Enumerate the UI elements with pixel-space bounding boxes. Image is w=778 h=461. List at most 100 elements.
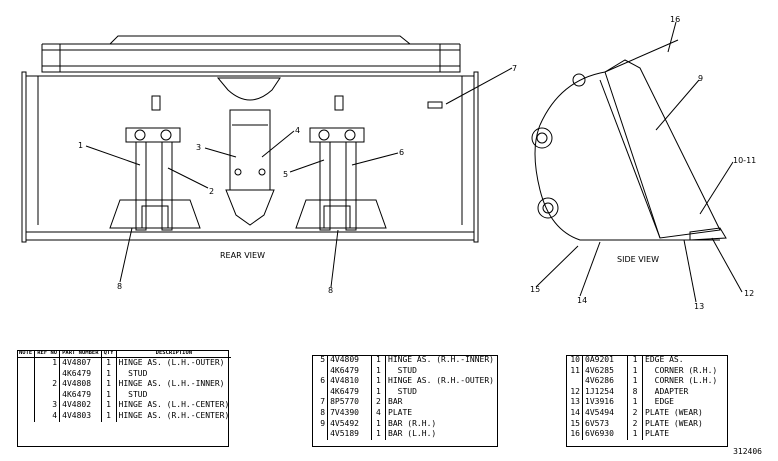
callout-14: 14 <box>577 296 587 305</box>
callout-12: 12 <box>744 289 754 298</box>
cell-qty: 1 <box>627 397 643 408</box>
cell-qty: 1 <box>371 386 387 398</box>
cell-part: 7V4390 <box>327 407 372 419</box>
cell-part: 0A9201 <box>582 355 628 366</box>
cell-desc: BAR (R.H.) <box>388 418 437 428</box>
cell-ref <box>566 376 583 387</box>
cell-qty: 1 <box>627 365 643 377</box>
cell-ref: 4 <box>34 410 61 422</box>
cell-ref: 7 <box>312 397 329 408</box>
cell-qty: 1 <box>627 376 643 387</box>
cell-part: 1V3916 <box>582 397 628 408</box>
cell-ref: 14 <box>566 407 583 419</box>
cell-ref <box>312 429 329 440</box>
cell-part: 4K6479 <box>327 365 372 377</box>
cell-qty: 1 <box>101 379 117 390</box>
cell-ref <box>312 386 329 398</box>
callout-3: 3 <box>196 143 201 152</box>
cell-desc: STUD <box>388 386 417 396</box>
cell-desc: PLATE <box>645 429 670 439</box>
header-part-number: PART NUMBER <box>59 350 102 358</box>
callout-7: 7 <box>512 64 517 73</box>
cell-ref: 3 <box>34 400 61 411</box>
cell-desc: BAR <box>388 397 403 407</box>
cell-desc: STUD <box>118 368 148 378</box>
document-number: 312406 <box>733 447 762 456</box>
cell-qty: 1 <box>371 429 387 440</box>
cell-part: 4V4803 <box>59 410 102 422</box>
header-note: NOTE <box>17 350 36 358</box>
cell-qty: 2 <box>371 397 387 408</box>
cell-qty: 1 <box>101 400 117 411</box>
cell-ref: 13 <box>566 397 583 408</box>
cell-qty: 1 <box>371 376 387 387</box>
cell-qty: 1 <box>371 418 387 430</box>
cell-part: 4V4809 <box>327 355 372 366</box>
cell-ref: 8 <box>312 407 329 419</box>
cell-part: 8P5770 <box>327 397 372 408</box>
callout-8-left: 8 <box>117 282 122 291</box>
cell-note <box>17 410 36 422</box>
cell-ref: 5 <box>312 355 329 366</box>
callout-5: 5 <box>283 170 288 179</box>
callout-2: 2 <box>209 187 214 196</box>
cell-part: 4V4810 <box>327 376 372 387</box>
cell-part: 4V6285 <box>582 365 628 377</box>
cell-desc: ADAPTER <box>645 386 689 396</box>
cell-note <box>17 400 36 411</box>
cell-ref: 15 <box>566 418 583 430</box>
cell-ref: 1 <box>34 357 61 369</box>
rear-view-label: REAR VIEW <box>220 251 265 260</box>
cell-qty: 2 <box>627 418 643 430</box>
cell-part: 4V5492 <box>327 418 372 430</box>
cell-qty: 1 <box>101 410 117 422</box>
cell-qty: 1 <box>101 368 117 380</box>
cell-part: 4V6286 <box>582 376 628 387</box>
callout-8-right: 8 <box>328 286 333 295</box>
cell-desc: HINGE AS. (R.H.-INNER) <box>388 355 494 364</box>
cell-qty: 1 <box>101 389 117 401</box>
cell-desc: CORNER (L.H.) <box>645 376 718 386</box>
callout-4: 4 <box>295 126 300 135</box>
cell-note <box>17 379 36 390</box>
cell-ref <box>34 389 61 401</box>
cell-note <box>17 357 36 369</box>
cell-part: 4K6479 <box>59 389 102 401</box>
callout-13: 13 <box>694 302 704 311</box>
cell-desc: STUD <box>388 365 417 375</box>
cell-desc: EDGE AS. <box>645 355 684 364</box>
cell-ref: 16 <box>566 429 583 440</box>
cell-qty: 1 <box>627 429 643 440</box>
cell-desc: EDGE <box>645 397 674 407</box>
cell-part: 4V5494 <box>582 407 628 419</box>
cell-part: 4V4808 <box>59 379 102 390</box>
cell-part: 1J1254 <box>582 386 628 398</box>
rear-view-bucket <box>21 35 479 243</box>
cell-desc: PLATE (WEAR) <box>645 418 703 428</box>
cell-desc: HINGE AS. (L.H.-CENTER) <box>118 400 230 410</box>
cell-part: 4K6479 <box>327 386 372 398</box>
cell-ref <box>312 365 329 377</box>
cell-ref: 10 <box>566 355 583 366</box>
cell-part: 4K6479 <box>59 368 102 380</box>
header-qty: QTY <box>101 350 117 358</box>
cell-desc: HINGE AS. (L.H.-INNER) <box>118 379 225 389</box>
